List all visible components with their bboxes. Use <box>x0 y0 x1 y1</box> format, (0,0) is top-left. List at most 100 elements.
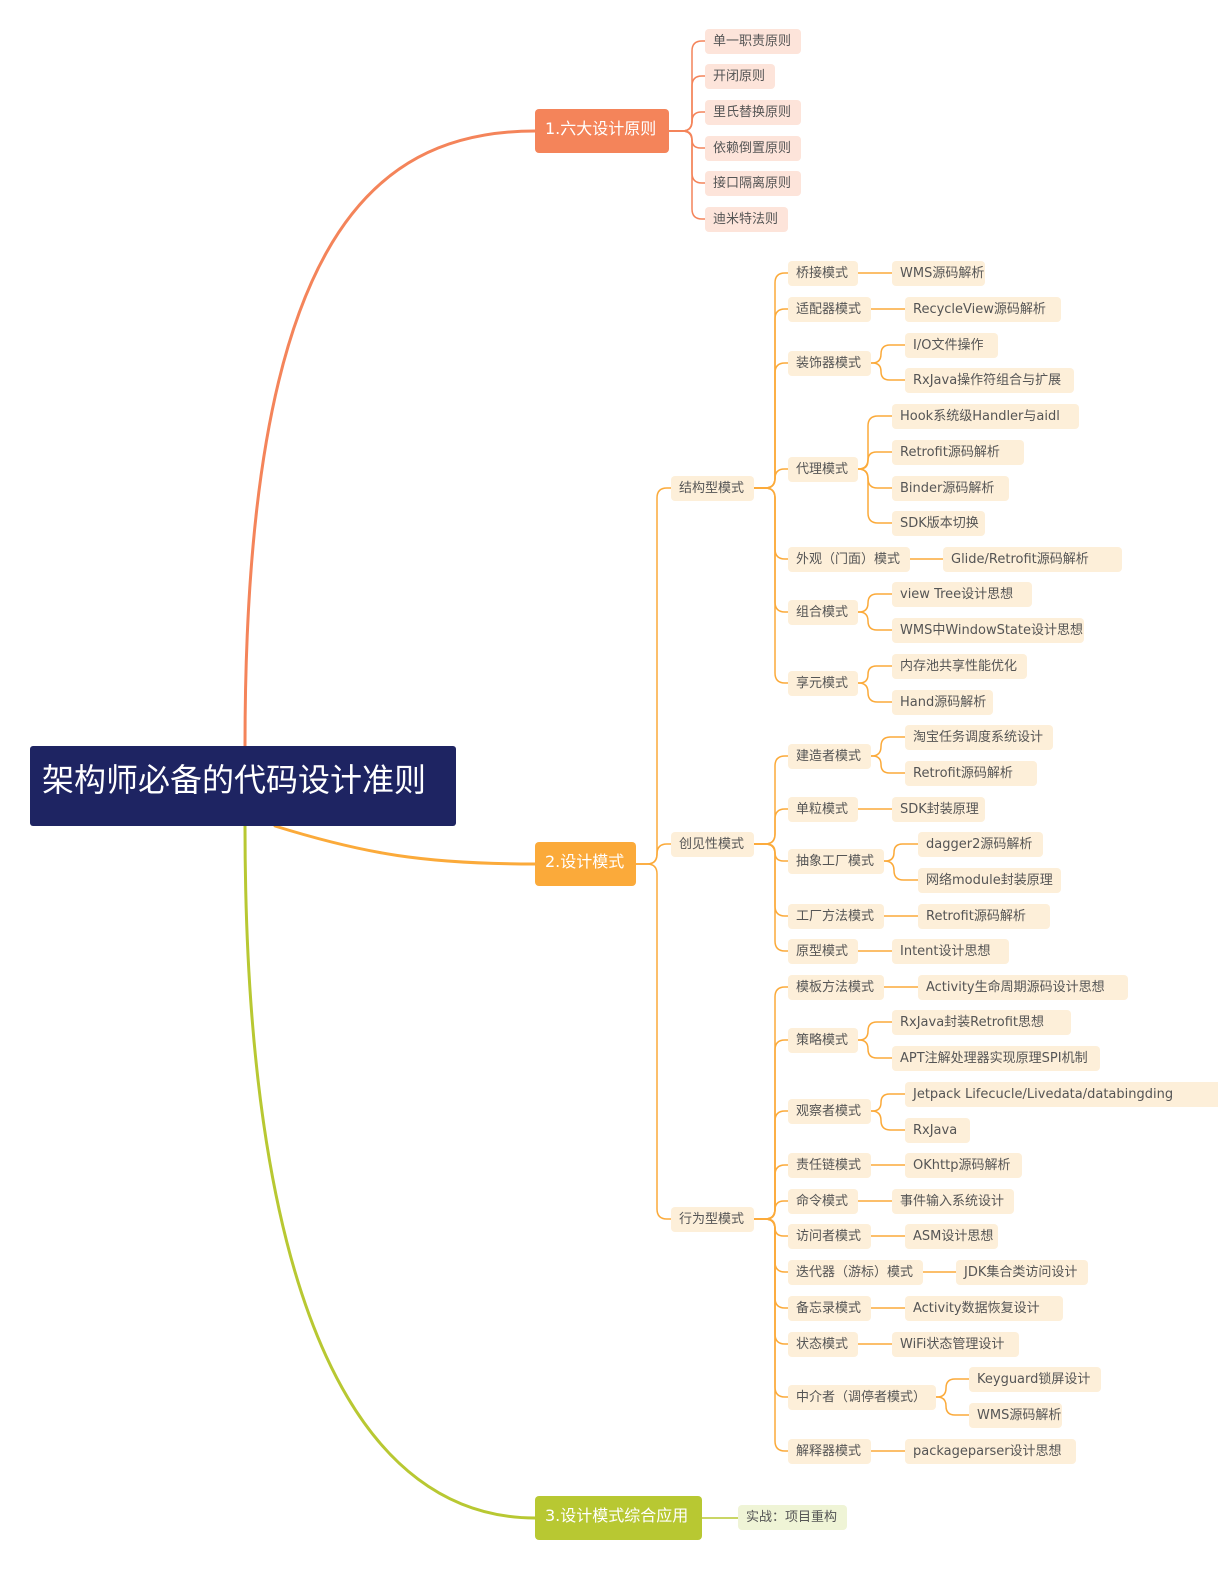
principle-link <box>668 40 706 132</box>
pattern-link <box>753 487 789 613</box>
pattern-name: 命令模式 <box>788 1189 858 1214</box>
example-link <box>857 665 893 684</box>
example-link <box>883 860 919 881</box>
pattern-example: 网络module封装原理 <box>918 868 1061 893</box>
principle-link <box>668 130 706 220</box>
example-link <box>857 1021 893 1041</box>
pattern-name: 组合模式 <box>788 600 858 625</box>
pattern-example: SDK版本切换 <box>892 511 986 536</box>
pattern-example: WMS中WindowState设计思想 <box>892 618 1085 643</box>
pattern-example: RecycleView源码解析 <box>905 297 1061 322</box>
pattern-category: 结构型模式 <box>671 476 754 501</box>
pattern-example: Glide/Retrofit源码解析 <box>943 547 1123 572</box>
pattern-example: SDK封装原理 <box>892 797 986 822</box>
pattern-link <box>753 1218 789 1309</box>
principle-item: 依赖倒置原则 <box>705 136 801 161</box>
example-link <box>870 344 906 364</box>
pattern-example: 淘宝任务调度系统设计 <box>905 725 1053 750</box>
principle-item: 迪米特法则 <box>705 207 788 232</box>
branch-link-2 <box>273 824 537 866</box>
pattern-link <box>753 986 789 1220</box>
pattern-link <box>753 1218 789 1273</box>
principle-link <box>668 130 706 149</box>
branch-link-1 <box>243 129 537 748</box>
example-link <box>870 1093 906 1112</box>
application-item: 实战：项目重构 <box>738 1505 847 1530</box>
example-link <box>870 1110 906 1131</box>
pattern-example: Keyguard锁屏设计 <box>969 1367 1102 1392</box>
pattern-name: 原型模式 <box>788 939 858 964</box>
pattern-example: I/O文件操作 <box>905 333 999 358</box>
branch-1: 1.六大设计原则 <box>535 109 669 153</box>
branch-2: 2.设计模式 <box>535 842 636 886</box>
example-link <box>857 682 893 703</box>
pattern-link <box>753 1218 789 1237</box>
pattern-example: Binder源码解析 <box>892 476 1009 501</box>
pattern-name: 策略模式 <box>788 1028 858 1053</box>
branch-3: 3.设计模式综合应用 <box>535 1496 702 1540</box>
pattern-example: WMS源码解析 <box>969 1403 1063 1428</box>
pattern-example: RxJava <box>905 1118 970 1143</box>
example-link <box>857 415 893 470</box>
pattern-name: 备忘录模式 <box>788 1296 871 1321</box>
pattern-example: OKhttp源码解析 <box>905 1153 1022 1178</box>
pattern-name: 观察者模式 <box>788 1099 871 1124</box>
example-link <box>935 1396 970 1416</box>
pattern-name: 解释器模式 <box>788 1439 871 1464</box>
pattern-name: 模板方法模式 <box>788 975 884 1000</box>
example-link <box>870 736 906 757</box>
pattern-example: Intent设计思想 <box>892 939 1009 964</box>
pattern-example: JDK集合类访问设计 <box>956 1260 1089 1285</box>
pattern-name: 建造者模式 <box>788 744 871 769</box>
pattern-name: 装饰器模式 <box>788 351 871 376</box>
pattern-name: 责任链模式 <box>788 1153 871 1178</box>
pattern-link <box>753 1039 789 1220</box>
principle-item: 开闭原则 <box>705 64 775 89</box>
category-link <box>635 487 672 865</box>
pattern-link <box>753 487 789 684</box>
pattern-category: 行为型模式 <box>671 1207 754 1232</box>
pattern-link <box>753 1218 789 1345</box>
pattern-category: 创见性模式 <box>671 832 754 857</box>
pattern-example: 事件输入系统设计 <box>892 1189 1014 1214</box>
pattern-link <box>753 808 789 845</box>
pattern-example: dagger2源码解析 <box>918 832 1043 857</box>
principle-link <box>668 111 706 132</box>
pattern-link <box>753 272 789 489</box>
principle-item: 里氏替换原则 <box>705 100 801 125</box>
pattern-name: 适配器模式 <box>788 297 871 322</box>
category-link <box>635 843 672 865</box>
pattern-example: RxJava操作符组合与扩展 <box>905 368 1074 393</box>
example-link <box>870 755 906 774</box>
pattern-name: 单粒模式 <box>788 797 858 822</box>
category-link <box>635 863 672 1220</box>
pattern-link <box>753 755 789 845</box>
principle-item: 单一职责原则 <box>705 29 801 54</box>
example-link <box>857 451 893 470</box>
pattern-example: packageparser设计思想 <box>905 1439 1077 1464</box>
pattern-example: 内存池共享性能优化 <box>892 654 1027 679</box>
pattern-name: 代理模式 <box>788 457 858 482</box>
pattern-example: Jetpack Lifecucle/Livedata/databingding <box>905 1082 1218 1107</box>
pattern-example: Hook系统级Handler与aidl <box>892 404 1079 429</box>
pattern-name: 中介者（调停者模式） <box>788 1385 936 1410</box>
principle-item: 接口隔离原则 <box>705 171 801 196</box>
pattern-link <box>753 843 789 862</box>
pattern-link <box>753 308 789 489</box>
pattern-example: Retrofit源码解析 <box>905 761 1038 786</box>
example-link <box>857 593 893 613</box>
pattern-name: 抽象工厂模式 <box>788 849 884 874</box>
pattern-link <box>753 843 789 917</box>
pattern-name: 桥接模式 <box>788 261 858 286</box>
pattern-example: view Tree设计思想 <box>892 582 1033 607</box>
pattern-link <box>753 468 789 489</box>
pattern-example: Hand源码解析 <box>892 690 994 715</box>
example-link <box>857 611 893 631</box>
pattern-example: RxJava封装Retrofit思想 <box>892 1010 1072 1035</box>
pattern-link <box>753 487 789 560</box>
pattern-name: 迭代器（游标）模式 <box>788 1260 923 1285</box>
example-link <box>935 1378 970 1398</box>
pattern-example: Activity生命周期源码设计思想 <box>918 975 1129 1000</box>
